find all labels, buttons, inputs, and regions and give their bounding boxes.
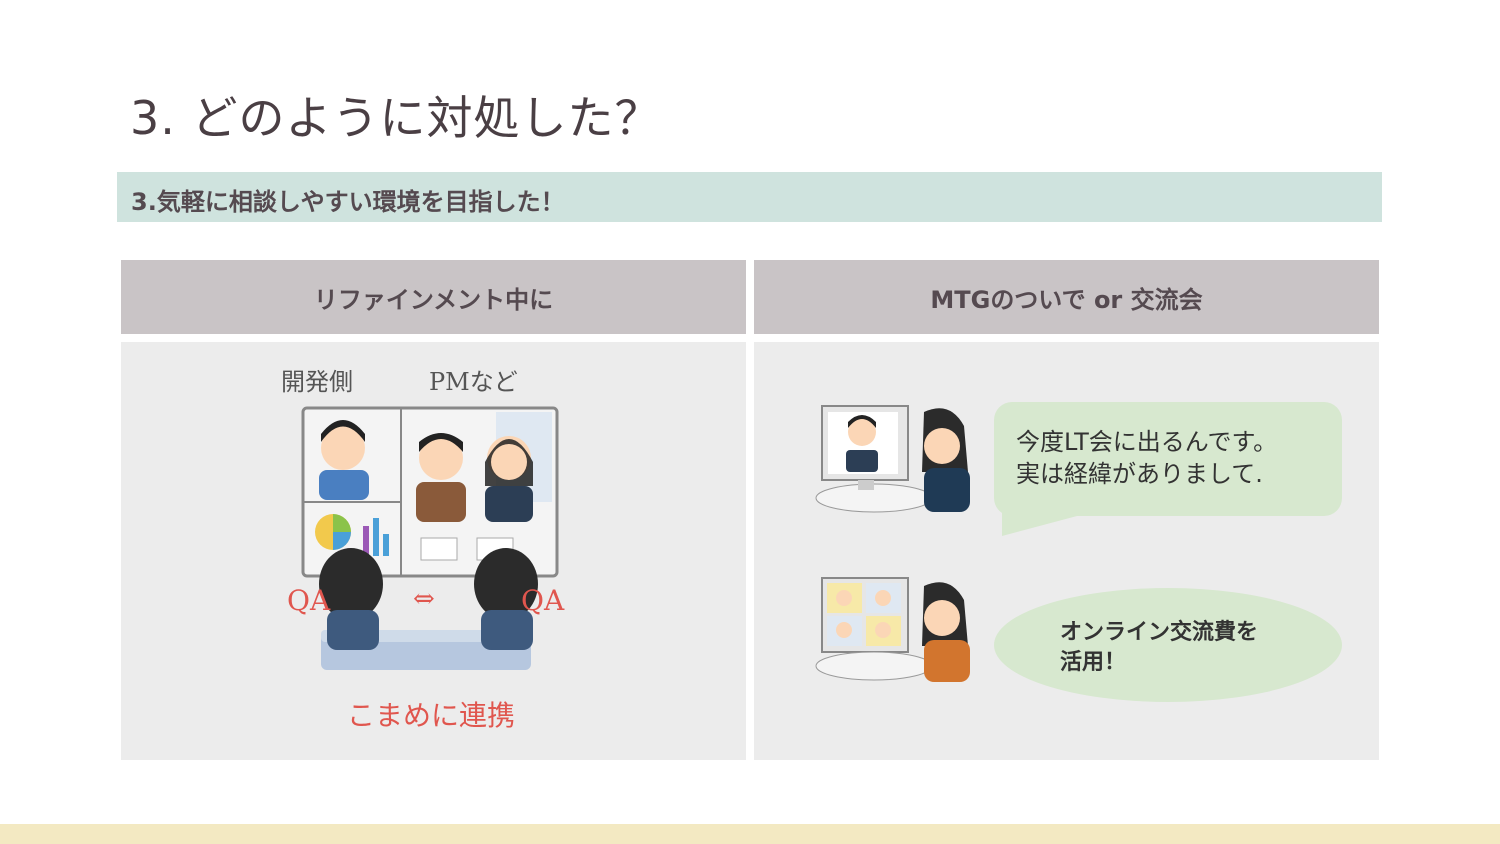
label-developers: 開発側: [281, 368, 353, 396]
qa-label-right: QA: [521, 584, 565, 617]
bidirectional-arrow: ⇔: [413, 584, 435, 614]
subtitle-text: 3.気軽に相談しやすい環境を目指した！: [131, 188, 565, 216]
online-meeting-illustration: [815, 405, 970, 513]
column-header-left: リファインメント中に: [121, 260, 746, 334]
video-meeting-illustration: [301, 406, 559, 670]
speech-bubble-lt: 今度LT会に出るんです。 実は経緯がありまして.: [994, 402, 1342, 516]
qa-label-left: QA: [287, 584, 331, 617]
speech-bubble-networking: オンライン交流費を 活用！: [994, 588, 1342, 702]
bubble-networking-line1: オンライン交流費を: [1060, 620, 1259, 645]
speech-bubble-tail: [1002, 512, 1092, 536]
subtitle-bar: 3.気軽に相談しやすい環境を目指した！: [117, 172, 1382, 222]
column-body-left: 開発側 PMなど: [121, 342, 746, 760]
left-caption: こまめに連携: [347, 699, 516, 732]
online-networking-illustration: [815, 577, 970, 682]
column-header-right: MTGのついで or 交流会: [754, 260, 1379, 334]
bubble-networking-line2: 活用！: [1060, 650, 1127, 675]
column-body-right: 今度LT会に出るんです。 実は経緯がありまして. オンライン交流費を 活用！: [754, 342, 1379, 760]
bubble-lt-line1: 今度LT会に出るんです。: [1016, 428, 1278, 456]
slide-title: 3. どのように対処した？: [130, 91, 662, 145]
label-pm: PMなど: [429, 368, 518, 396]
bubble-lt-line2: 実は経緯がありまして.: [1016, 460, 1263, 488]
footer-band: [0, 824, 1500, 844]
